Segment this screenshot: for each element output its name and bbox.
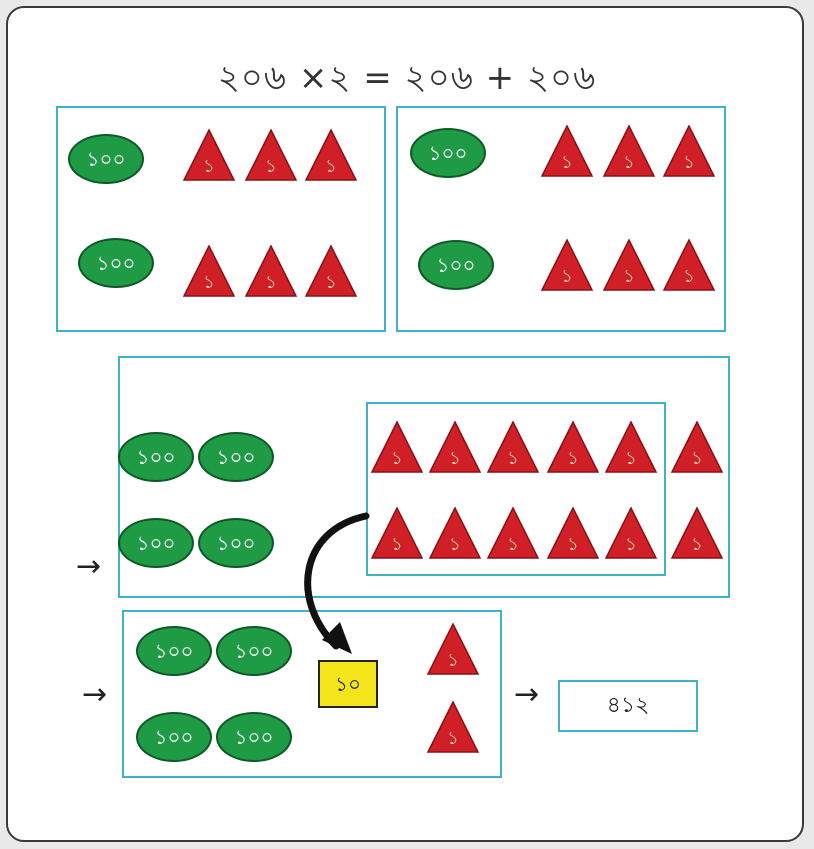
unit-triangle: ১ — [428, 506, 482, 560]
hundred-coin: ১০০ — [410, 128, 486, 178]
hundred-coin: ১০০ — [78, 238, 154, 288]
unit-triangle: ১ — [662, 238, 716, 292]
unit-triangle: ১ — [304, 244, 358, 298]
unit-triangle: ১ — [426, 700, 480, 754]
unit-triangle: ১ — [546, 420, 600, 474]
unit-triangle: ১ — [602, 124, 656, 178]
unit-triangle: ১ — [486, 506, 540, 560]
unit-triangle: ১ — [244, 128, 298, 182]
hundred-coin: ১০০ — [136, 712, 212, 762]
unit-triangle: ১ — [546, 506, 600, 560]
arrow-right-icon: → — [514, 677, 540, 712]
unit-triangle: ১ — [540, 238, 594, 292]
unit-triangle: ১ — [662, 124, 716, 178]
unit-triangle: ১ — [604, 420, 658, 474]
unit-triangle: ১ — [604, 506, 658, 560]
unit-triangle: ১ — [182, 128, 236, 182]
arrow-right-icon: → — [76, 549, 102, 584]
hundred-coin: ১০০ — [118, 518, 194, 568]
hundred-coin: ১০০ — [136, 626, 212, 676]
unit-triangle: ১ — [670, 420, 724, 474]
arrow-right-icon: → — [82, 677, 108, 712]
hundred-coin: ১০০ — [198, 518, 274, 568]
unit-triangle: ১ — [602, 238, 656, 292]
unit-triangle: ১ — [244, 244, 298, 298]
unit-triangle: ১ — [540, 124, 594, 178]
ten-block: ১০ — [318, 660, 378, 708]
unit-triangle: ১ — [370, 506, 424, 560]
result-box: ৪১২ — [558, 680, 698, 732]
unit-triangle: ১ — [486, 420, 540, 474]
hundred-coin: ১০০ — [68, 134, 144, 184]
hundred-coin: ১০০ — [418, 240, 494, 290]
hundred-coin: ১০০ — [216, 712, 292, 762]
hundred-coin: ১০০ — [198, 432, 274, 482]
unit-triangle: ১ — [428, 420, 482, 474]
unit-triangle: ১ — [304, 128, 358, 182]
unit-triangle: ১ — [370, 420, 424, 474]
unit-triangle: ১ — [426, 622, 480, 676]
equation-title: ২০৬ ×২ = ২০৬ + ২০৬ — [217, 58, 597, 98]
unit-triangle: ১ — [182, 244, 236, 298]
hundred-coin: ১০০ — [216, 626, 292, 676]
hundred-coin: ১০০ — [118, 432, 194, 482]
unit-triangle: ১ — [670, 506, 724, 560]
